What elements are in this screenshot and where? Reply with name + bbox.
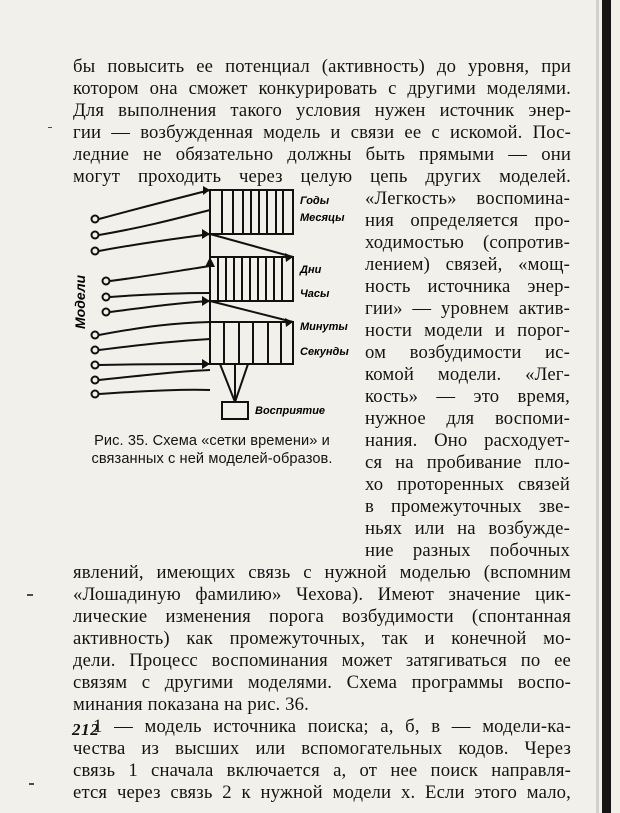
link-line <box>98 338 211 351</box>
text-line: котором она сможет конкурировать с други… <box>73 78 571 99</box>
text-line: комой модели. «Лег- <box>365 364 570 385</box>
link-line <box>109 265 211 282</box>
text-line: ния определяется про- <box>365 210 570 231</box>
days-label: Дни <box>299 264 322 276</box>
time-grid-figure: Модели Годы Месяцы Дни Часы Минуты Секун… <box>72 184 370 429</box>
text-line: ность источника энер- <box>365 276 570 297</box>
text-line: дели. Процесс воспоминания может затягив… <box>73 650 571 671</box>
text-line: ется через связь 2 к нужной модели х. Ес… <box>73 782 571 803</box>
figure-caption: Рис. 35. Схема «сетки времени» и <box>94 433 330 449</box>
text-line: хо проторенных связей <box>365 474 570 495</box>
scan-mark <box>48 127 52 128</box>
link-line <box>109 300 211 313</box>
text-line: гии» — уровнем актив- <box>365 298 570 319</box>
text-line: «Лошадиную фамилию» Чехова). Имеют значе… <box>73 584 571 605</box>
seconds-label: Секунды <box>300 346 349 358</box>
page-edge-shadow <box>596 0 611 813</box>
page-number: 212 <box>72 720 100 739</box>
perception-label: Восприятие <box>255 405 325 417</box>
days-hours-box <box>209 256 294 302</box>
model-links <box>98 189 211 395</box>
scan-mark <box>29 783 34 785</box>
text-line: минания показана на рис. 36. <box>73 694 309 715</box>
text-line: ньях или на возбужде- <box>365 518 570 539</box>
figure-frame <box>209 189 294 420</box>
text-line: бы повысить ее потенциал (активность) до… <box>73 56 571 77</box>
text-line: явлений, имеющих связь с нужной моделью … <box>73 562 571 583</box>
text-line: 1 — модель источника поиска; а, б, в — м… <box>93 716 571 737</box>
minutes-label: Минуты <box>300 321 348 333</box>
text-line: лением) связей, «мощ- <box>365 254 570 275</box>
text-line: гии — возбужденная модель и связи ее с и… <box>73 122 571 143</box>
text-line: ом возбудимости ис- <box>365 342 570 363</box>
text-line: могут проходить через целую цепь других … <box>73 166 571 187</box>
text-line: нужное для воспоми- <box>365 408 570 429</box>
link-line <box>98 209 211 236</box>
years-label: Годы <box>300 195 330 207</box>
link-line <box>98 363 211 366</box>
link-line <box>98 189 211 220</box>
link-line <box>98 388 211 395</box>
text-line: ности модели и порог- <box>365 320 570 341</box>
text-line: кость» — это время, <box>365 386 570 407</box>
link-line <box>98 321 211 336</box>
text-line: «Легкость» воспомина- <box>365 188 570 209</box>
model-nodes <box>90 214 111 399</box>
text-line: связь 1 сначала включается а, от нее пои… <box>73 760 571 781</box>
figure-caption: связанных с ней моделей-образов. <box>91 451 333 467</box>
time-grid-diagram: Модели Годы Месяцы Дни Часы Минуты Секун… <box>72 186 349 420</box>
text-line: чества из высших или вспомогательных код… <box>73 738 571 759</box>
text-line: Для выполнения такого условия нужен исто… <box>73 100 571 121</box>
text-line: ние разных побочных <box>365 540 570 561</box>
link-line <box>98 233 211 252</box>
text-line: ледние не обязательно должны быть прямым… <box>73 144 571 165</box>
figure-arrowheads <box>202 186 293 369</box>
months-label: Месяцы <box>300 212 345 224</box>
models-label: Модели <box>72 274 88 329</box>
text-line: лические изменения порога возбудимости (… <box>73 606 571 627</box>
text-line: ходимостью (сопротив- <box>365 232 570 253</box>
text-line: в промежуточных зве- <box>365 496 570 517</box>
link-line <box>109 292 211 298</box>
perception-box <box>221 401 249 420</box>
hours-label: Часы <box>300 288 330 300</box>
text-line: активность) как промежуточных, так и кон… <box>73 628 571 649</box>
text-line: ся на пробивание пло- <box>365 452 570 473</box>
text-line: нания. Оно расходует- <box>365 430 570 451</box>
text-line: связям с другими моделями. Схема програм… <box>73 672 571 693</box>
link-line <box>98 369 211 381</box>
scan-mark <box>27 594 33 596</box>
